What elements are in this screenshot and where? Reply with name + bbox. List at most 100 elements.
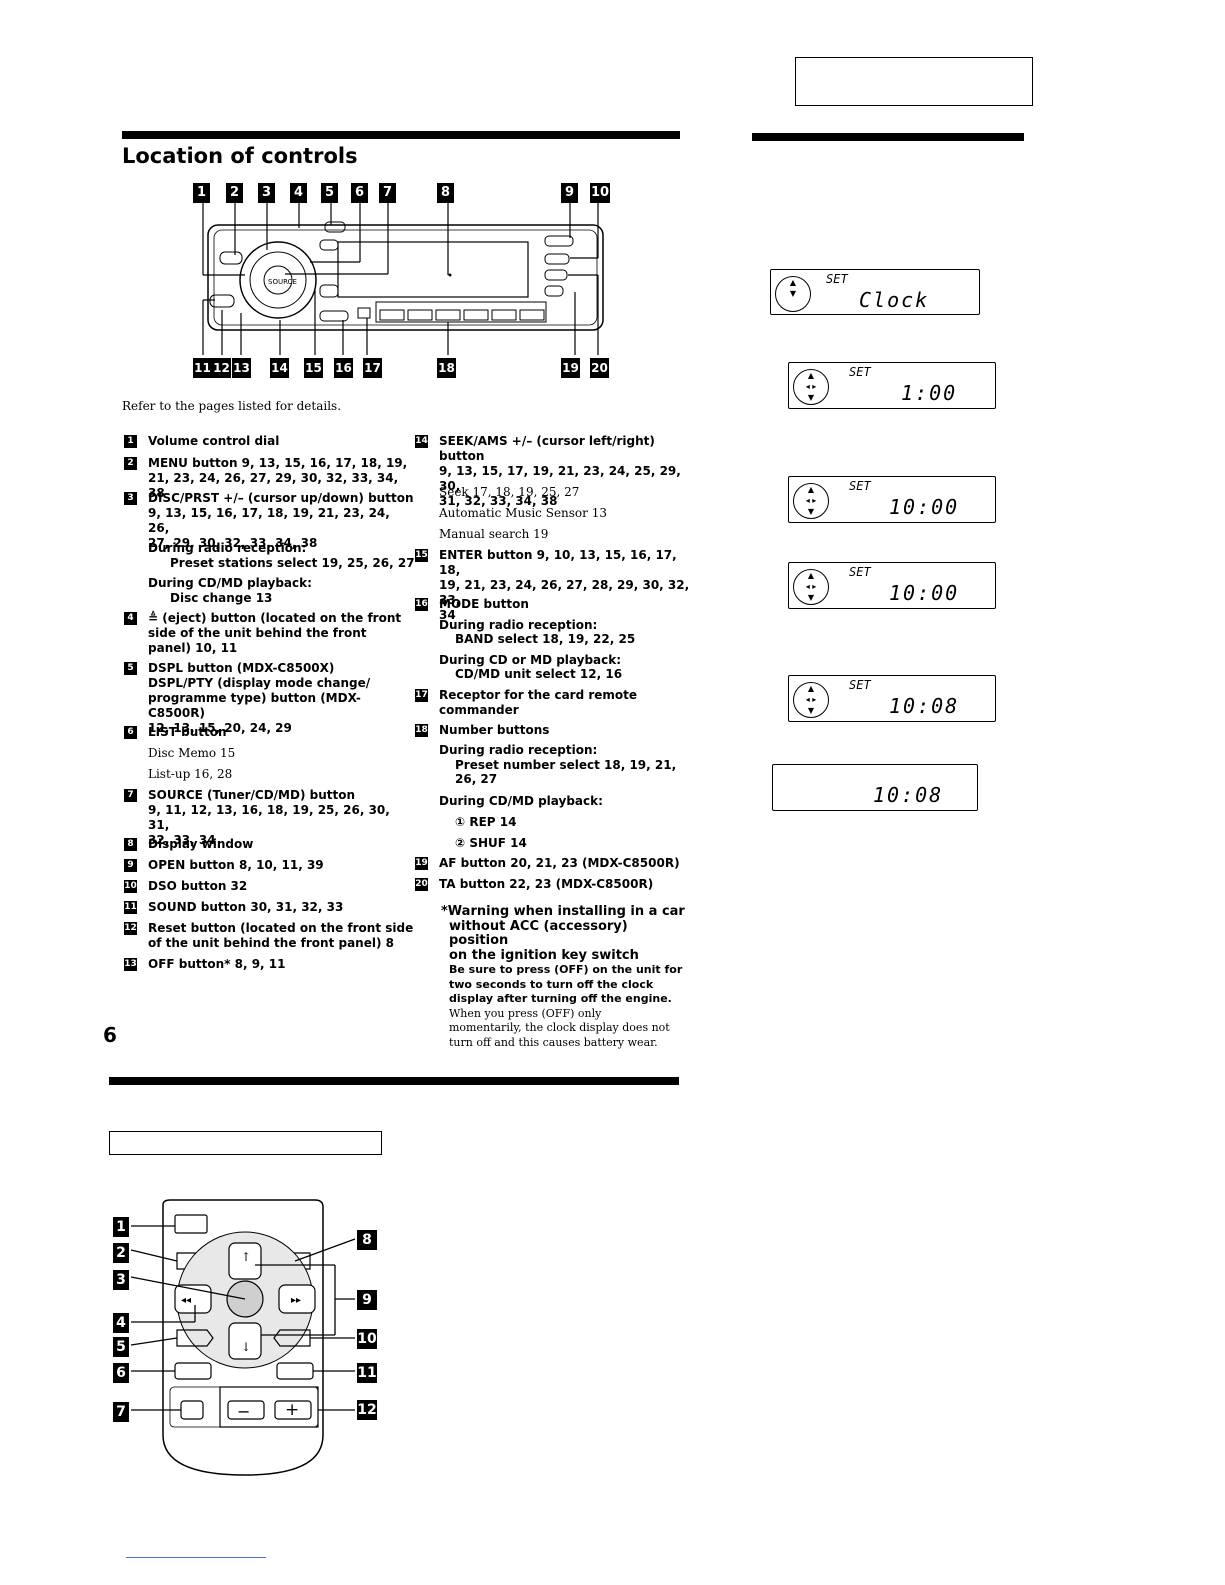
lcd-display-1: ▲▼ SET Clock	[770, 269, 980, 315]
unit-callout-17: 17	[363, 358, 382, 378]
item-text: AF button 20, 21, 23 (MDX-C8500R)	[439, 856, 680, 870]
item-text: Volume control dial	[148, 434, 280, 448]
item-number-badge: 10	[124, 880, 137, 893]
refer-text: Refer to the pages listed for details.	[122, 399, 342, 413]
unit-callout-9: 9	[561, 183, 578, 203]
item-text: OPEN button 8, 10, 11, 39	[148, 858, 324, 872]
item-number-badge: 15	[415, 549, 428, 562]
sub-mode-radio-h: During radio reception:	[439, 618, 598, 632]
item-number-badge: 13	[124, 958, 137, 971]
item-text: TA button 22, 23 (MDX-C8500R)	[439, 877, 654, 891]
item-text: Reset button (located on the front side …	[148, 921, 414, 950]
lcd-set-label: SET	[849, 365, 871, 379]
lcd-display-4: ▲◂ ▸▼ SET 10:00	[788, 562, 996, 609]
sub-list-up: List-up 16, 28	[148, 767, 233, 781]
unit-callout-13: 13	[232, 358, 251, 378]
item-number-badge: 20	[415, 878, 428, 891]
unit-callout-19: 19	[561, 358, 580, 378]
remote-callout-6: 6	[113, 1363, 129, 1383]
sub-cd-value: Disc change 13	[170, 591, 273, 605]
list-item: 18 Number buttons	[415, 723, 695, 738]
svg-text:▸▸: ▸▸	[291, 1295, 301, 1306]
dial-icon: ▲◂ ▸▼	[793, 682, 829, 718]
item-text: OFF button* 8, 9, 11	[148, 957, 286, 971]
list-item: 19 AF button 20, 21, 23 (MDX-C8500R)	[415, 856, 695, 871]
item-number-badge: 1	[124, 435, 137, 448]
list-item: 13 OFF button* 8, 9, 11	[124, 957, 414, 972]
list-item: 15 ENTER button 9, 10, 13, 15, 16, 17, 18…	[415, 548, 695, 623]
section-rule-right	[752, 133, 1024, 141]
warning-heading-2: without ACC (accessory) position	[449, 918, 628, 948]
lcd-value: 10:08	[889, 694, 960, 718]
item-number-badge: 18	[415, 724, 428, 737]
lcd-value: 1:00	[901, 381, 958, 405]
lcd-set-label: SET	[826, 272, 848, 286]
item-text: ENTER button 9, 10, 13, 15, 16, 17, 18, …	[439, 548, 690, 622]
unit-callout-12: 12	[212, 358, 231, 378]
svg-text:↓: ↓	[241, 1340, 251, 1354]
minus-label: −	[237, 1402, 251, 1421]
item-text: SOUND button 30, 31, 32, 33	[148, 900, 344, 914]
warning-body-5: momentarily, the clock display does not	[449, 1021, 670, 1034]
remote-callout-10: 10	[357, 1329, 377, 1349]
list-item: 3 DISC/PRST +/– (cursor up/down) button 9…	[124, 491, 414, 551]
item-text: Display window	[148, 837, 254, 851]
sub-radio-value: Preset stations select 19, 25, 26, 27	[170, 556, 415, 570]
lcd-value: Clock	[859, 288, 930, 312]
lcd-set-label: SET	[849, 678, 871, 692]
item-text: DISC/PRST +/– (cursor up/down) button 9,…	[148, 491, 414, 550]
dial-icon: ▲▼	[775, 276, 811, 312]
lcd-display-3: ▲◂ ▸▼ SET 10:00	[788, 476, 996, 523]
sub-ams: Automatic Music Sensor 13	[439, 506, 607, 520]
item-number-badge: 2	[124, 457, 137, 470]
list-item: 12 Reset button (located on the front sid…	[124, 921, 414, 951]
remote-diagram: ↑ ↓ ◂◂ ▸▸ − +	[105, 1195, 395, 1485]
warning-body-3: display after turning off the engine.	[449, 992, 672, 1005]
item-number-badge: 5	[124, 662, 137, 675]
unit-callout-1: 1	[193, 183, 210, 203]
item-number-badge: 3	[124, 492, 137, 505]
remote-callout-4: 4	[113, 1313, 129, 1333]
remote-callout-9: 9	[357, 1290, 377, 1310]
unit-callout-11: 11	[193, 358, 212, 378]
sub-seek: Seek 17, 18, 19, 25, 27	[439, 485, 580, 499]
unit-callout-2: 2	[226, 183, 243, 203]
item-number-badge: 4	[124, 612, 137, 625]
page-number: 6	[103, 1023, 117, 1047]
item-number-badge: 14	[415, 435, 428, 448]
remote-empty-box	[109, 1131, 382, 1155]
item-number-badge: 19	[415, 857, 428, 870]
dial-icon: ▲◂ ▸▼	[793, 483, 829, 519]
remote-callout-8: 8	[357, 1230, 377, 1250]
item-number-badge: 12	[124, 922, 137, 935]
page-title: Location of controls	[122, 144, 358, 168]
sub-mode-cd-v: CD/MD unit select 12, 16	[455, 667, 623, 681]
unit-callout-7: 7	[379, 183, 396, 203]
unit-callout-3: 3	[258, 183, 275, 203]
sub-cd-heading: During CD/MD playback:	[148, 576, 312, 590]
item-text: Number buttons	[439, 723, 550, 737]
item-number-badge: 17	[415, 689, 428, 702]
item-number-badge: 8	[124, 838, 137, 851]
remote-callout-1: 1	[113, 1217, 129, 1237]
remote-callout-12: 12	[357, 1400, 377, 1420]
footer-link-rule	[126, 1557, 266, 1558]
lcd-set-label: SET	[849, 565, 871, 579]
plus-label: +	[285, 1400, 300, 1420]
section-rule-left	[122, 131, 680, 139]
warning-heading-1: *Warning when installing in a car	[441, 904, 685, 919]
warning-body-1: Be sure to press (OFF) on the unit for	[449, 963, 683, 976]
lcd-value: 10:08	[873, 783, 944, 807]
sub-num-radio-v2: 26, 27	[455, 772, 498, 786]
remote-callout-11: 11	[357, 1363, 377, 1383]
item-text: SOURCE (Tuner/CD/MD) button 9, 11, 12, 1…	[148, 788, 390, 847]
item-text: MODE button	[439, 597, 529, 611]
lcd-value: 10:00	[889, 581, 960, 605]
item-number-badge: 9	[124, 859, 137, 872]
lcd-value: 10:00	[889, 495, 960, 519]
warning-body-4: When you press (OFF) only	[449, 1006, 602, 1020]
